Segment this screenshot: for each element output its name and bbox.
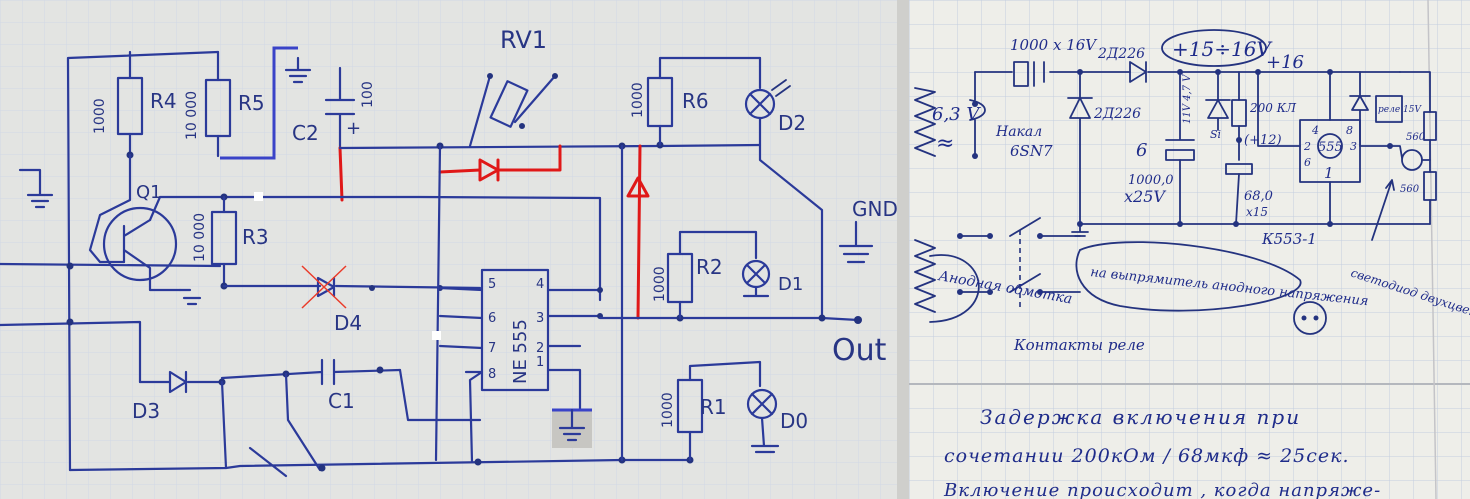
label-r200: 200 КЛ (1249, 101, 1297, 115)
label-rv1: RV1 (500, 26, 547, 54)
note-line-3: Включение происходит , когда напряже- (943, 480, 1381, 499)
chip-pin-2: 2 (1303, 140, 1311, 153)
chip-pin-3: 3 (1350, 140, 1357, 153)
label-r4: R4 (150, 89, 177, 113)
panel-gap (897, 0, 909, 499)
label-c2-plus: + (346, 118, 361, 139)
label-led-note: светодиод двухцветный красн/зелен. (1349, 266, 1470, 355)
label-plus16: +16 (1266, 52, 1304, 73)
pin-7: 7 (488, 341, 496, 356)
label-r5-value: 10 000 (184, 91, 200, 140)
label-r1-value: 1000 (660, 392, 676, 428)
label-r3: R3 (242, 225, 269, 249)
pin-8: 8 (488, 367, 496, 382)
label-r6-value: 1000 (630, 82, 646, 118)
label-d0: D0 (780, 409, 808, 433)
label-to-rectifier: на выпрямитель анодного напряжения (1090, 265, 1370, 309)
label-zener15: реле 15V (1378, 105, 1422, 115)
pin-2: 2 (536, 341, 544, 356)
label-nakal: Накал (995, 124, 1042, 140)
label-r4-value: 1000 (92, 98, 108, 134)
left-schematic: RV1 1000 R4 10 000 R5 100 C2 + 1000 R6 D… (0, 0, 897, 499)
label-r560b: 560 (1400, 184, 1420, 195)
label-r6: R6 (682, 89, 709, 113)
label-chip-num: 1 (1324, 164, 1334, 182)
label-r3-value: 10 000 (192, 213, 208, 262)
label-q1: Q1 (136, 182, 162, 203)
pin-4: 4 (536, 277, 544, 292)
label-c2: C2 (292, 121, 319, 145)
label-r5: R5 (238, 91, 265, 115)
label-r2-value: 1000 (652, 266, 668, 302)
label-c1: C1 (328, 389, 355, 413)
label-c68: 68,0 (1244, 189, 1273, 204)
label-r1: R1 (700, 395, 727, 419)
pin-5: 5 (488, 277, 496, 292)
chip-pin-4: 4 (1311, 124, 1319, 137)
label-relay-contacts: Контакты реле (1013, 336, 1145, 354)
label-d3: D3 (132, 399, 160, 423)
label-voltage-box: +15÷16V (1172, 37, 1273, 61)
label-si: Si (1210, 128, 1221, 141)
chip-pin-6: 6 (1304, 156, 1311, 169)
label-chip: NE 555 (510, 319, 531, 384)
label-cap-big-num: 6 (1136, 140, 1147, 161)
pin-6: 6 (488, 311, 496, 326)
label-chip555: 555 (1318, 140, 1343, 155)
note-line-1: Задержка включения при (980, 405, 1301, 429)
label-gnd: GND (852, 197, 897, 221)
label-diode-top: 2Д226 (1097, 46, 1145, 62)
label-tube: 6SN7 (1010, 142, 1053, 160)
label-approx: ≈ (936, 131, 954, 156)
label-6v3: 6,3 V (932, 104, 981, 125)
label-out: Out (832, 333, 887, 368)
label-zener-v: 11V 4,7 V (1182, 73, 1193, 124)
label-d2: D2 (778, 111, 806, 135)
pin-1: 1 (536, 355, 544, 370)
label-r2: R2 (696, 255, 723, 279)
label-cap-big: 1000,0 (1128, 173, 1174, 188)
label-k553: К553-1 (1261, 230, 1317, 248)
label-cap-big-v: x25V (1124, 187, 1166, 206)
note-line-2: сочетании 200кОм / 68мкф ≈ 25сек. (944, 445, 1350, 467)
label-diode-mid: 2Д226 (1093, 106, 1141, 122)
label-r12: (+12) (1244, 133, 1282, 148)
label-c68v: x15 (1246, 205, 1268, 219)
chip-pin-8: 8 (1346, 124, 1353, 137)
pin-3: 3 (536, 311, 544, 326)
label-c2-value: 100 (360, 81, 376, 108)
label-anode-winding: Анодная обмотка (936, 268, 1073, 307)
label-cap-top: 1000 x 16V (1010, 36, 1098, 54)
label-d4: D4 (334, 311, 362, 335)
label-r560a: 560 (1406, 132, 1426, 143)
label-d1: D1 (778, 274, 803, 295)
